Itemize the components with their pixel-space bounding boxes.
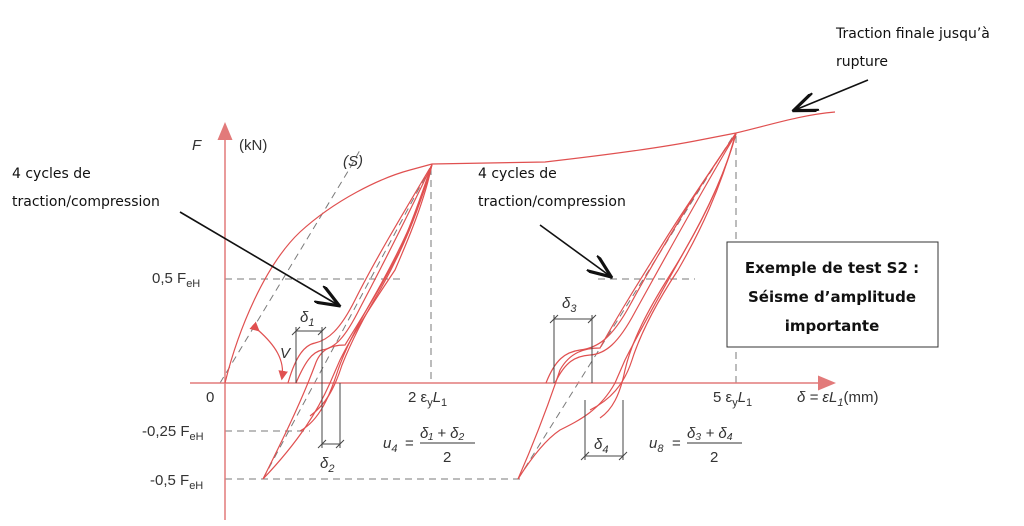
v-angle: V: [249, 321, 292, 381]
u4-numerator: δ₁ + δ₂: [420, 425, 464, 442]
arrow-rupture: [795, 79, 869, 110]
cycle2-loop-e: [599, 133, 737, 419]
tick-y-half: 0,5 FeH: [152, 270, 200, 290]
axes: [190, 122, 836, 520]
guide-parallel-1: [262, 167, 431, 480]
formula-u4: u4 = δ₁ + δ₂ 2: [383, 425, 475, 466]
arrow-left-cycles: [179, 211, 338, 305]
guide-parallel-2: [517, 132, 736, 480]
cycle2-loop-f: [589, 135, 736, 411]
tick-x-5: 5 εyL1: [713, 389, 752, 409]
cycle2-loop-c: [545, 134, 736, 384]
guide-s-ext: [349, 149, 361, 169]
cycle1-loop-c: [287, 167, 431, 384]
origin-label: 0: [206, 389, 214, 406]
v-label: V: [280, 345, 292, 362]
annotation-rupture-line1: Traction finale jusqu’à: [835, 26, 990, 42]
annotation-left-line1: 4 cycles de: [12, 166, 91, 182]
annotation-mid-line2: traction/compression: [478, 194, 626, 210]
y-axis-symbol: F: [192, 137, 202, 154]
guide-lines: [219, 132, 737, 480]
info-box-line3: importante: [785, 317, 880, 335]
delta1-sub: 1: [308, 317, 314, 329]
s-curve-label: (S): [343, 153, 363, 170]
info-box: Exemple de test S2 : Séisme d’amplitude …: [726, 241, 939, 348]
delta3-symbol: δ: [562, 295, 571, 312]
svg-text:u4: u4: [383, 435, 397, 455]
cycle2-loop-d: [554, 133, 737, 384]
delta-labels: δ1 δ2 δ3 δ4: [300, 295, 608, 475]
pointer-arrows: [179, 79, 869, 305]
u8-denominator: 2: [710, 449, 718, 466]
delta2-symbol: δ: [320, 455, 329, 472]
arrow-mid-cycles: [539, 224, 610, 276]
u4-denominator: 2: [443, 449, 451, 466]
delta4-symbol: δ: [594, 436, 603, 453]
svg-text:=: =: [672, 435, 681, 452]
annotation-left-line2: traction/compression: [12, 194, 160, 210]
tick-labels: 0,5 FeH -0,25 FeH -0,5 FeH 2 εyL1 5 εyL1: [142, 270, 752, 492]
u8-numerator: δ₃ + δ₄: [687, 425, 733, 442]
tick-y-neg-half: -0,5 FeH: [150, 472, 203, 492]
delta4-sub: 4: [602, 444, 608, 456]
info-box-line1: Exemple de test S2 :: [745, 259, 919, 277]
hysteresis-curves: [224, 111, 836, 480]
annotation-rupture-line2: rupture: [836, 54, 888, 70]
svg-text:=: =: [405, 435, 414, 452]
tick-x-2: 2 εyL1: [408, 389, 447, 409]
annotation-mid-line1: 4 cycles de: [478, 166, 557, 182]
guide-s-line: [219, 167, 351, 384]
svg-text:u8: u8: [649, 435, 664, 455]
x-axis-label: δ = εL1(mm): [797, 389, 878, 409]
delta3-sub: 3: [570, 303, 577, 315]
info-box-line2: Séisme d’amplitude: [748, 288, 916, 306]
axis-labels: F (kN) 0 δ = εL1(mm): [192, 137, 878, 409]
svg-text:δ2: δ2: [320, 455, 334, 475]
svg-text:δ4: δ4: [594, 436, 608, 456]
cycle1-loop-e: [299, 164, 433, 432]
delta-markers: [291, 314, 628, 461]
formula-u8: u8 = δ₃ + δ₄ 2: [649, 425, 742, 466]
tick-y-neg-quarter: -0,25 FeH: [142, 423, 204, 443]
y-axis-unit: (kN): [239, 137, 267, 154]
delta1-symbol: δ: [300, 309, 309, 326]
svg-text:δ1: δ1: [300, 309, 314, 329]
cycle1-loop-f: [309, 165, 432, 417]
annotations: Traction finale jusqu’à rupture 4 cycles…: [12, 26, 990, 210]
svg-text:δ3: δ3: [562, 295, 577, 315]
delta2-sub: 2: [327, 463, 334, 475]
cycle1-loop-d: [295, 164, 433, 384]
envelope-curve: [224, 111, 836, 384]
